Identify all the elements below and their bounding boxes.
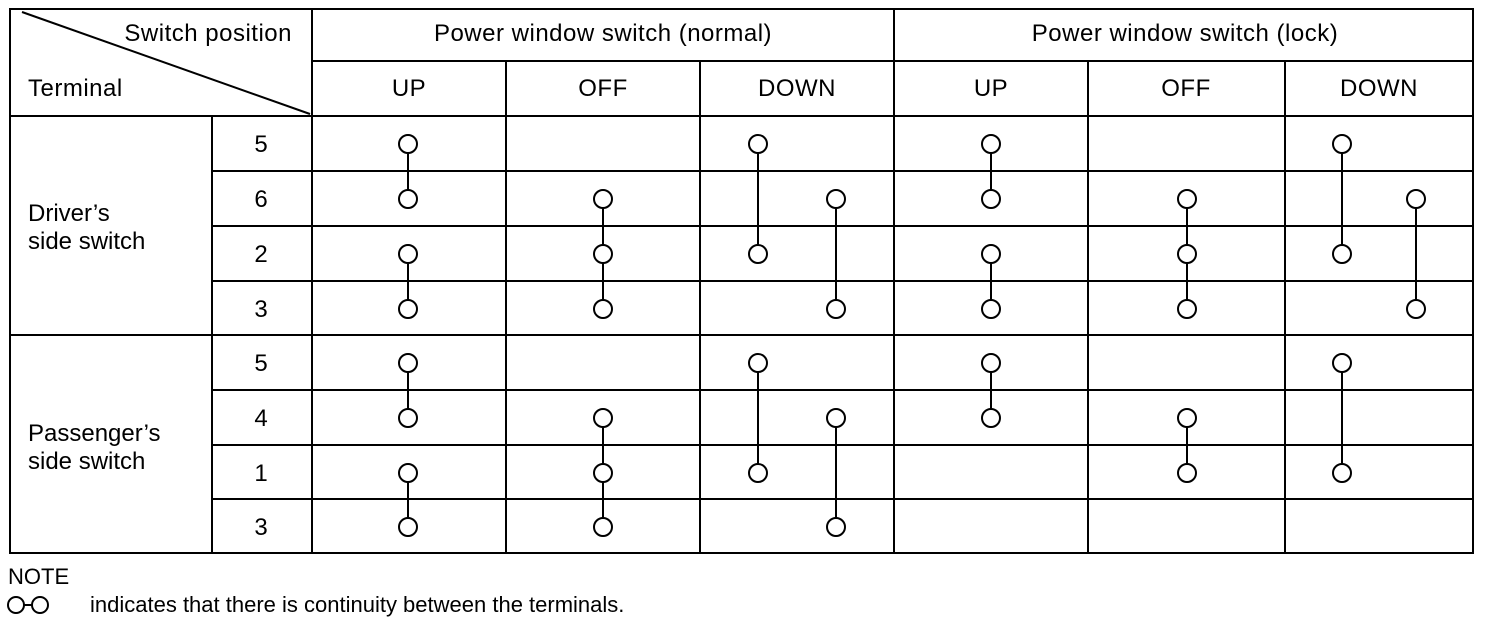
terminal-contact-marker <box>826 189 846 209</box>
terminal-label: 4 <box>254 405 267 432</box>
terminal-contact-marker <box>1177 463 1197 483</box>
terminal-label: 3 <box>254 296 267 323</box>
section-label-passenger-line2: side switch <box>28 448 145 475</box>
terminal-contact-marker <box>1177 408 1197 428</box>
terminal-contact-marker <box>398 299 418 319</box>
terminal-label: 1 <box>254 460 267 487</box>
terminal-contact-marker <box>593 189 613 209</box>
terminal-contact-marker <box>593 517 613 537</box>
terminal-contact-marker <box>1332 463 1352 483</box>
terminal-label: 3 <box>254 514 267 541</box>
terminal-contact-marker <box>748 244 768 264</box>
position-header-lock-down: DOWN <box>1340 75 1418 102</box>
terminal-label: 2 <box>254 241 267 268</box>
terminal-contact-marker <box>981 299 1001 319</box>
terminal-contact-marker <box>1177 189 1197 209</box>
terminal-contact-marker <box>1332 244 1352 264</box>
terminal-contact-marker <box>398 244 418 264</box>
terminal-contact-marker <box>981 244 1001 264</box>
terminal-contact-marker <box>1332 134 1352 154</box>
section-label-passenger-line1: Passenger’s <box>28 420 161 447</box>
terminal-contact-marker <box>398 463 418 483</box>
terminal-contact-marker <box>398 134 418 154</box>
terminal-contact-marker <box>398 353 418 373</box>
terminal-contact-marker <box>826 408 846 428</box>
corner-label-switch-position: Switch position <box>124 20 292 47</box>
position-header-lock-up: UP <box>974 75 1008 102</box>
corner-label-terminal: Terminal <box>28 75 123 102</box>
terminal-contact-marker <box>981 189 1001 209</box>
group-header-lock: Power window switch (lock) <box>1032 20 1338 47</box>
group-header-normal: Power window switch (normal) <box>434 20 772 47</box>
terminal-contact-marker <box>398 408 418 428</box>
terminal-contact-marker <box>593 463 613 483</box>
terminal-contact-marker <box>748 134 768 154</box>
terminal-contact-marker <box>593 408 613 428</box>
continuity-legend-icon <box>7 596 49 614</box>
position-header-normal-down: DOWN <box>758 75 836 102</box>
position-header-normal-off: OFF <box>578 75 628 102</box>
terminal-contact-marker <box>748 353 768 373</box>
terminal-contact-marker <box>826 517 846 537</box>
terminal-contact-marker <box>398 517 418 537</box>
terminal-label: 5 <box>254 131 267 158</box>
terminal-contact-marker <box>593 299 613 319</box>
terminal-contact-marker <box>1406 189 1426 209</box>
table-grid <box>9 8 1474 554</box>
section-label-driver-line1: Driver’s <box>28 200 110 227</box>
terminal-contact-marker <box>748 463 768 483</box>
note-text: indicates that there is continuity betwe… <box>90 592 625 617</box>
terminal-contact-marker <box>1177 244 1197 264</box>
position-header-normal-up: UP <box>392 75 426 102</box>
terminal-label: 6 <box>254 186 267 213</box>
position-header-lock-off: OFF <box>1161 75 1211 102</box>
continuity-marks <box>398 134 1426 537</box>
terminal-contact-marker <box>1406 299 1426 319</box>
terminal-contact-marker <box>1332 353 1352 373</box>
terminal-contact-marker <box>981 408 1001 428</box>
note-title: NOTE <box>8 564 70 589</box>
terminal-contact-marker <box>826 299 846 319</box>
terminal-label: 5 <box>254 350 267 377</box>
terminal-contact-marker <box>398 189 418 209</box>
terminal-contact-marker <box>1177 299 1197 319</box>
terminal-contact-marker <box>593 244 613 264</box>
terminal-contact-marker <box>981 353 1001 373</box>
terminal-contact-marker <box>981 134 1001 154</box>
section-label-driver-line2: side switch <box>28 228 145 255</box>
